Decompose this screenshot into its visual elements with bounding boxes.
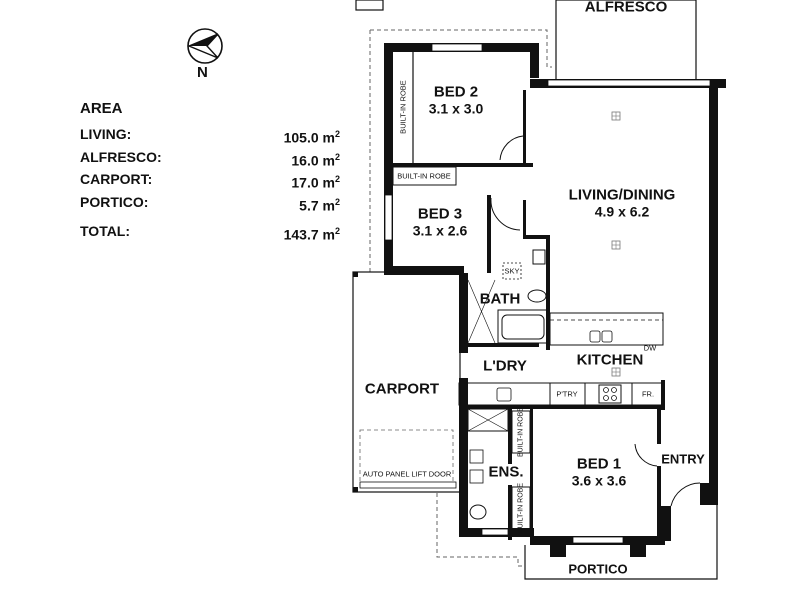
- robe-bed-3: BUILT-IN ROBE: [397, 171, 451, 181]
- room-alfresco: ALFRESCO: [584, 0, 668, 16]
- meter-box: [355, 0, 384, 11]
- unit-sup: 2: [334, 225, 340, 236]
- area-label: ALFRESCO:: [80, 148, 162, 165]
- area-label: TOTAL:: [80, 222, 131, 239]
- ceiling-light-icon: [611, 111, 621, 377]
- area-value: 105.0 m: [283, 129, 335, 146]
- area-heading: AREA: [80, 100, 123, 117]
- area-row-portico: PORTICO: 5.7 m2: [80, 193, 340, 216]
- unit-sup: 2: [334, 129, 340, 139]
- north-compass: N: [185, 28, 225, 88]
- unit-sup: 2: [334, 196, 340, 207]
- garage-door-label: AUTO PANEL LIFT DOOR: [362, 469, 452, 479]
- pantry-label: P'TRY: [556, 389, 578, 399]
- unit-sup: 2: [334, 151, 340, 162]
- area-label: CARPORT:: [80, 171, 153, 188]
- room-ensuite: ENS.: [488, 463, 524, 481]
- dishwasher-label: DW: [643, 343, 657, 353]
- room-carport: CARPORT: [364, 380, 440, 398]
- skylight-label: SKY: [504, 266, 520, 276]
- fridge-label: FR.: [641, 389, 655, 399]
- robe-bed-1-top: BUILT-IN ROBE: [517, 406, 525, 458]
- robe-bed-2: BUILT-IN ROBE: [398, 80, 408, 134]
- unit-sup: 2: [334, 174, 340, 185]
- room-entry: ENTRY: [661, 451, 705, 467]
- area-value: 17.0 m: [291, 174, 335, 191]
- area-row-carport: CARPORT: 17.0 m2: [80, 170, 340, 193]
- area-value: 143.7 m: [283, 226, 335, 243]
- room-portico: PORTICO: [568, 561, 628, 577]
- area-row-living: LIVING: 105.0 m2: [80, 125, 340, 148]
- robe-bed-1-bottom: BUILT-IN ROBE: [517, 482, 525, 534]
- north-label: N: [197, 64, 208, 81]
- area-row-alfresco: ALFRESCO: 16.0 m2: [80, 148, 340, 171]
- room-laundry: L'DRY: [483, 357, 527, 375]
- compass-arrow-icon: [187, 28, 223, 64]
- area-row-total: TOTAL: 143.7 m2: [80, 222, 340, 245]
- area-value: 16.0 m: [291, 152, 335, 169]
- area-value: 5.7 m: [299, 197, 335, 214]
- area-label: LIVING:: [80, 126, 132, 142]
- room-bath: BATH: [479, 290, 521, 308]
- area-label: PORTICO:: [80, 193, 149, 210]
- area-legend: AREA LIVING: 105.0 m2 ALFRESCO: 16.0 m2 …: [80, 100, 340, 244]
- room-kitchen: KITCHEN: [576, 351, 644, 369]
